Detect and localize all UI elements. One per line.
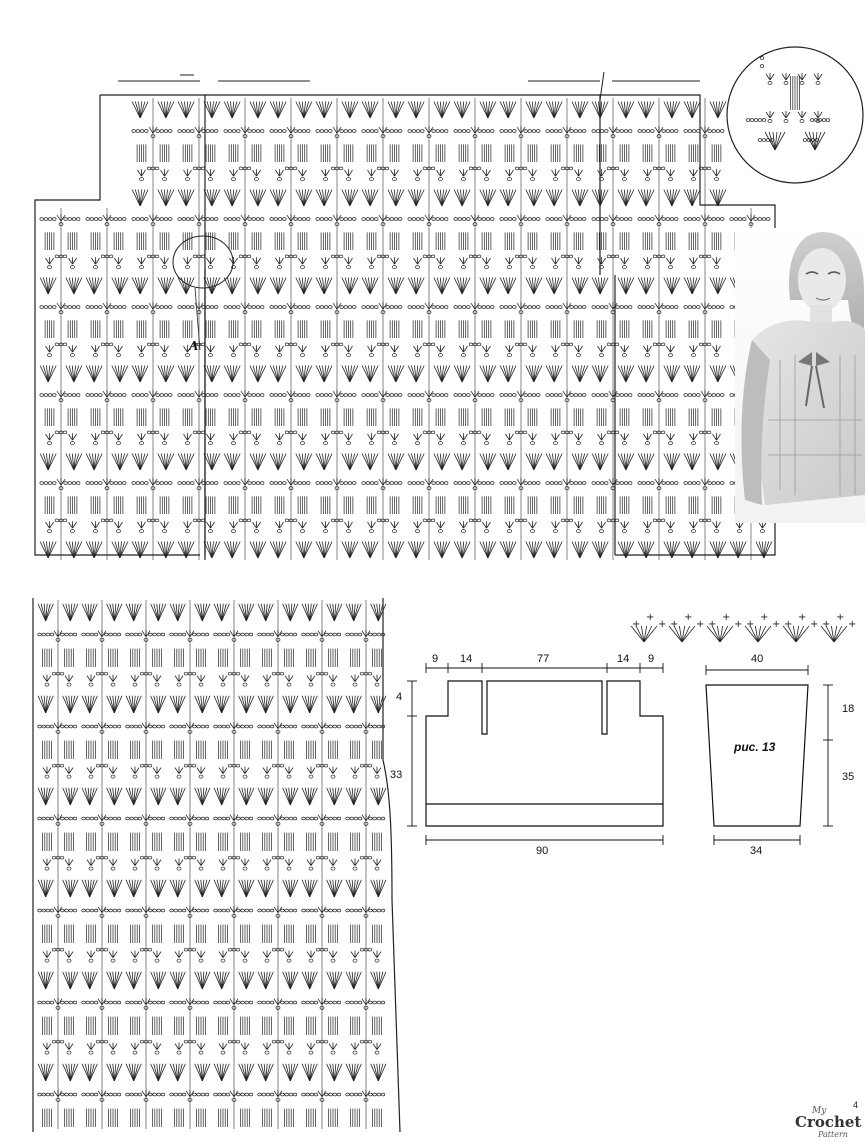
watermark-line-1: My <box>811 1106 827 1116</box>
dim-top-5: 9 <box>648 653 654 665</box>
body-chart-marks <box>39 98 773 560</box>
section-marker-a: A <box>188 339 198 354</box>
edging-chart: ++++++++++++++++++ <box>630 612 856 643</box>
body-stitch-chart: A <box>34 71 776 560</box>
watermark-line-3: Pattern <box>817 1130 848 1139</box>
page-number: 4 <box>853 1100 858 1110</box>
dim-top-4: 14 <box>617 653 629 665</box>
sleeve-dim-top: 40 <box>751 653 763 665</box>
sleeve-schematic: 40 34 18 35 рис. 13 <box>705 653 854 857</box>
dim-bottom: 90 <box>536 845 548 857</box>
sleeve-dim-bottom: 34 <box>750 845 762 857</box>
watermark-line-2: Crochet <box>795 1113 861 1131</box>
sleeve-stitch-chart <box>32 598 401 1133</box>
detail-marker-circle <box>172 235 234 289</box>
dim-top-2: 14 <box>460 653 472 665</box>
figure-label: рис. 13 <box>733 740 776 754</box>
dim-top-1: 9 <box>432 653 438 665</box>
sleeve-chart-marks <box>37 600 387 1129</box>
dim-left-1: 4 <box>396 691 402 703</box>
sleeve-dim-side-2: 35 <box>842 771 854 783</box>
dim-top-3: 77 <box>537 653 549 665</box>
magnified-detail-icon <box>726 46 864 184</box>
watermark-logo: My Crochet Pattern <box>795 1106 861 1139</box>
dim-left-2: 33 <box>390 769 402 781</box>
sleeve-dim-side-1: 18 <box>842 703 854 715</box>
body-schematic: 9 14 77 14 9 90 4 33 <box>390 653 664 857</box>
model-photo <box>735 228 865 523</box>
